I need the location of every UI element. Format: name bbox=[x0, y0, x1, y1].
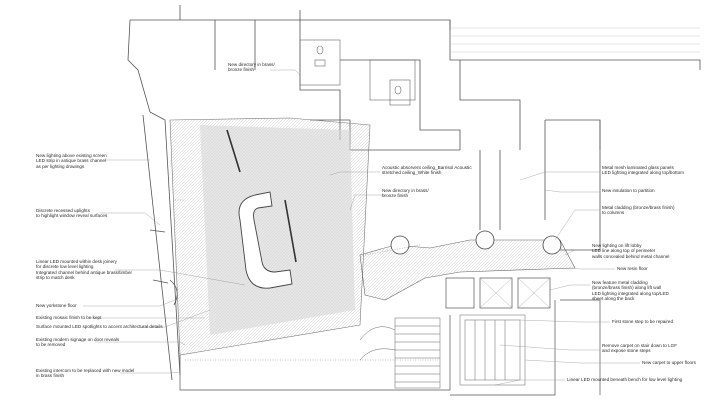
note-yorkstone-floor: New yorkstone floor bbox=[36, 303, 77, 308]
note-directory-top: New directory in brass/ bronze finish bbox=[228, 62, 275, 73]
leader-lines-right bbox=[494, 171, 640, 386]
note-signage-removed: Existing modern signage on door reveals … bbox=[36, 337, 120, 348]
note-remove-carpet: Remove carpet on stair down to LGF and e… bbox=[602, 343, 678, 354]
note-lighting-screen: New lighting above existing screen LED s… bbox=[36, 153, 107, 169]
note-directory-lobby: New directory in brass/ bronze finish bbox=[382, 188, 429, 199]
building-outline bbox=[127, 5, 701, 251]
wc-rooms bbox=[299, 39, 416, 106]
note-acoustic-ceiling: Acoustic absorvent ceiling_Barrisol Acou… bbox=[382, 165, 472, 176]
note-lift-lobby-lighting: New lighting on lift lobby LED line alon… bbox=[592, 243, 670, 259]
note-recessed-uplights: Discrete recessed uplights to highlight … bbox=[36, 208, 108, 219]
leader-lines-center bbox=[270, 69, 385, 211]
note-linear-led-desk: Linear LED mounted within desk joinery f… bbox=[36, 259, 133, 281]
left-window-wall bbox=[142, 111, 181, 381]
top-grid-lines bbox=[450, 27, 700, 53]
note-mesh-glass: Metal mesh laminated glass panels LED li… bbox=[602, 165, 684, 176]
note-resin-floor: New resin floor bbox=[617, 266, 648, 271]
leader-lines-left bbox=[83, 159, 246, 374]
note-new-carpet: New carpet to upper floors bbox=[642, 360, 696, 365]
note-linear-led-bench: Linear LED mounted beneath bench for low… bbox=[567, 377, 683, 382]
note-stone-step: First stone step to be repaired bbox=[612, 319, 674, 324]
note-insulation: New insulation to partition bbox=[602, 188, 655, 193]
reception-hall bbox=[169, 117, 371, 356]
led-dotted-lines bbox=[175, 199, 440, 361]
note-mosaic-finish: Existing mosaic finish to be kept bbox=[36, 315, 102, 320]
stair-right bbox=[459, 314, 526, 386]
stair-left bbox=[359, 317, 441, 389]
note-spotlights: Surface mounted LED spotlights to accent… bbox=[36, 324, 163, 329]
note-feature-cladding: New feature metal cladding (bronze/brass… bbox=[592, 280, 669, 302]
lift-shafts bbox=[445, 277, 551, 309]
note-intercom: Existing intercom to be replaced with ne… bbox=[36, 368, 135, 379]
reception-desk bbox=[238, 191, 293, 289]
lower-rooms bbox=[179, 299, 601, 396]
note-cladding-columns: Metal cladding (bronze/brass finish) to … bbox=[602, 205, 675, 216]
lift-lobby bbox=[359, 230, 576, 301]
feature-screens bbox=[226, 129, 297, 263]
